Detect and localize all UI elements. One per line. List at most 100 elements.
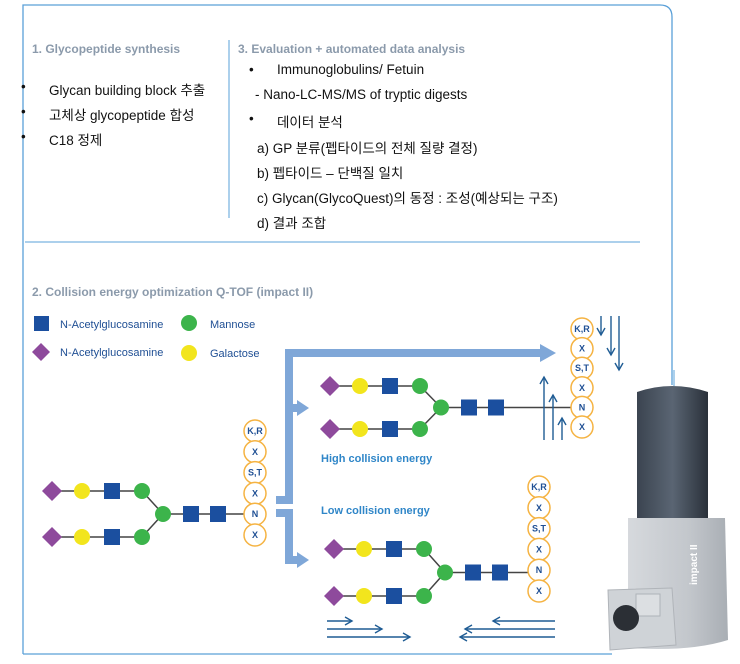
diamond-icon bbox=[324, 586, 344, 606]
arrow-head bbox=[344, 616, 354, 626]
mannose-icon bbox=[433, 399, 449, 416]
amino-acid-label: K,R bbox=[531, 482, 547, 492]
square-icon bbox=[488, 399, 504, 416]
amino-acid-label: K,R bbox=[574, 324, 590, 334]
arrow-head bbox=[402, 632, 412, 642]
arrow-head bbox=[606, 347, 616, 357]
legend-label: N-Acetylglucosamine bbox=[60, 347, 163, 359]
square-icon bbox=[183, 506, 199, 522]
galactose-icon bbox=[74, 483, 90, 499]
frame-border bbox=[22, 4, 673, 654]
amino-acid-label: X bbox=[536, 586, 542, 596]
fragment-arrow bbox=[463, 624, 555, 634]
mannose-icon bbox=[134, 483, 150, 499]
amino-acid-label: X bbox=[252, 447, 258, 457]
impact-ii-instrument-image: impact II bbox=[607, 370, 728, 651]
amino-acid-label: X bbox=[579, 422, 585, 432]
section1-heading: 1. Glycopeptide synthesis bbox=[32, 42, 181, 56]
square-icon bbox=[492, 564, 508, 581]
flow-arrowheads bbox=[297, 344, 556, 568]
square-icon bbox=[461, 399, 477, 416]
section1-item: Glycan building block 추출 bbox=[21, 79, 205, 99]
diamond-icon bbox=[320, 419, 340, 439]
amino-acid-label: S,T bbox=[575, 363, 590, 373]
amino-acid-label: X bbox=[536, 544, 542, 554]
mannose-icon bbox=[416, 541, 432, 557]
arrow-head bbox=[491, 616, 501, 626]
amino-acid-label: X bbox=[579, 383, 585, 393]
amino-acid-label: S,T bbox=[248, 468, 263, 478]
square-icon bbox=[104, 529, 120, 545]
mannose-icon bbox=[412, 378, 428, 394]
diamond-icon bbox=[324, 539, 344, 559]
legend-label: Galactose bbox=[210, 348, 260, 360]
amino-acid-circle bbox=[527, 579, 551, 603]
analysis-step: d) 결과 조합 bbox=[257, 216, 327, 231]
legend-label: N-Acetylglucosamine bbox=[60, 319, 163, 331]
amino-acid-label: X bbox=[252, 488, 258, 498]
square-icon bbox=[465, 564, 481, 581]
diamond-icon bbox=[42, 481, 62, 501]
amino-acid-circle bbox=[243, 523, 267, 547]
mannose-icon bbox=[437, 564, 453, 581]
section1-item: C18 정제 bbox=[21, 129, 103, 149]
fragment-arrow bbox=[548, 393, 558, 440]
section1-item: 고체상 glycopeptide 합성 bbox=[21, 104, 195, 124]
fragment-arrow bbox=[327, 616, 354, 626]
amino-acid-label: S,T bbox=[532, 524, 547, 534]
amino-acid-label: N bbox=[579, 402, 586, 412]
analysis-step: c) Glycan(GlycoQuest)의 동정 : 조성(예상되는 구조) bbox=[257, 191, 558, 206]
legend-galactose-icon bbox=[181, 345, 197, 361]
high-collision-label: High collision energy bbox=[321, 453, 433, 465]
instrument-label: impact II bbox=[689, 544, 700, 585]
arrow-head bbox=[539, 375, 549, 385]
fragment-arrow bbox=[491, 616, 555, 626]
fragment-arrow bbox=[596, 316, 606, 337]
fragment-arrow bbox=[606, 316, 616, 357]
mannose-icon bbox=[155, 506, 171, 522]
arrow-head bbox=[596, 327, 606, 337]
arrow-head bbox=[374, 624, 384, 634]
amino-acid-label: N bbox=[252, 509, 259, 519]
legend-diamond-icon bbox=[32, 343, 50, 361]
galactose-icon bbox=[352, 421, 368, 437]
fragment-arrow bbox=[539, 375, 549, 440]
fragment-arrow bbox=[557, 416, 567, 440]
amino-acid-label: K,R bbox=[247, 426, 263, 436]
square-icon bbox=[386, 541, 402, 557]
section3-heading: 3. Evaluation + automated data analysis bbox=[238, 42, 466, 56]
mannose-icon bbox=[134, 529, 150, 545]
mannose-icon bbox=[412, 421, 428, 437]
legend-label: Mannose bbox=[210, 319, 255, 331]
analysis-step: a) GP 분류(펩타이드의 전체 질량 결정) bbox=[257, 141, 478, 156]
fragment-arrow bbox=[327, 632, 412, 642]
glycopeptide: K,R X S,T X N X bbox=[324, 475, 551, 606]
arrow-head bbox=[614, 362, 624, 372]
square-icon bbox=[104, 483, 120, 499]
amino-acid-label: X bbox=[536, 503, 542, 513]
square-icon bbox=[382, 421, 398, 437]
galactose-icon bbox=[356, 588, 372, 604]
section2-heading: 2. Collision energy optimization Q-TOF (… bbox=[32, 285, 314, 299]
low-collision-label: Low collision energy bbox=[321, 505, 431, 517]
square-icon bbox=[210, 506, 226, 522]
legend-square-icon bbox=[34, 316, 49, 331]
amino-acid-label: X bbox=[579, 344, 585, 354]
fragment-arrow bbox=[327, 624, 384, 634]
amino-acid-label: N bbox=[536, 565, 543, 575]
square-icon bbox=[382, 378, 398, 394]
fragment-arrow bbox=[458, 632, 555, 642]
legend-mannose-icon bbox=[181, 315, 197, 331]
fragment-arrow bbox=[614, 316, 624, 372]
arrow-head bbox=[463, 624, 473, 634]
arrow-head bbox=[458, 632, 468, 642]
analysis-step: b) 펩타이드 – 단백질 일치 bbox=[257, 166, 404, 181]
section3-subitem: - Nano-LC-MS/MS of tryptic digests bbox=[255, 87, 468, 102]
galactose-icon bbox=[356, 541, 372, 557]
arrow-head bbox=[557, 416, 567, 426]
section3-bullet: Immunoglobulins/ Fetuin bbox=[249, 62, 424, 77]
section3-bullet: 데이터 분석 bbox=[249, 111, 343, 131]
